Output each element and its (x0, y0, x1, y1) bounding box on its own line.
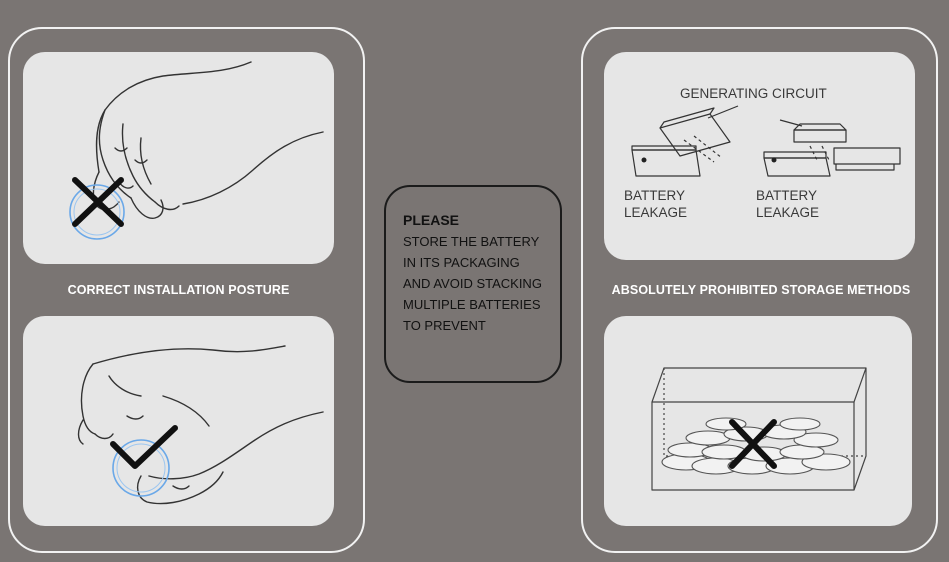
battery-leakage-label-left: BATTERY (624, 188, 685, 203)
right-panel (581, 27, 938, 553)
generating-circuit-diagram: GENERATING CIRCUIT BATTERY LEAKAGE BATTE… (604, 52, 915, 260)
notice-line: STORE THE BATTERY (403, 234, 540, 249)
battery-leakage-label-right: BATTERY (756, 188, 817, 203)
notice-line: IN ITS PACKAGING (403, 255, 520, 270)
wrong-grip-illustration (23, 52, 334, 264)
notice-line: TO PREVENT (403, 318, 486, 333)
notice-line: AND AVOID STACKING (403, 276, 542, 291)
battery-leakage-label-right: LEAKAGE (756, 205, 819, 220)
prohibited-storage-caption: ABSOLUTELY PROHIBITED STORAGE METHODS (611, 283, 911, 297)
diagram-heading: GENERATING CIRCUIT (680, 86, 827, 101)
correct-grip-illustration (23, 316, 334, 526)
left-panel (8, 27, 365, 553)
cross-icon (729, 419, 777, 469)
stacked-batteries-illustration (604, 316, 912, 526)
notice-box: PLEASE STORE THE BATTERY IN ITS PACKAGIN… (384, 185, 562, 383)
notice-title: PLEASE (403, 212, 460, 228)
correct-installation-caption: CORRECT INSTALLATION POSTURE (67, 283, 290, 297)
cross-icon (72, 177, 124, 227)
notice-line: MULTIPLE BATTERIES (403, 297, 541, 312)
check-icon (110, 425, 178, 469)
battery-leakage-label-left: LEAKAGE (624, 205, 687, 220)
